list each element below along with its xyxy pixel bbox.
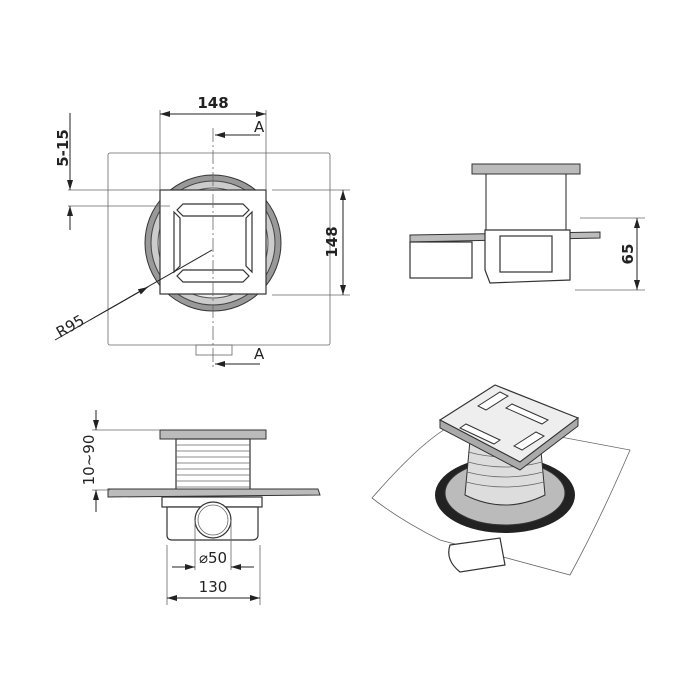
frame-label: 5-15 (54, 129, 72, 167)
section-outlet-pipe (409, 241, 473, 279)
height-range-label: 10~90 (80, 435, 98, 486)
pipe-diameter-label: ⌀50 (199, 549, 227, 567)
threaded-riser (175, 438, 251, 492)
side-view: 10~90 ⌀50 130 (80, 410, 321, 605)
top-view: 148 A A 5-15 148 R95 (53, 94, 350, 370)
section-label-bottom: A (254, 345, 265, 363)
width-label: 148 (197, 94, 228, 112)
height-label: 148 (323, 226, 341, 257)
iso-outlet-pipe (448, 537, 506, 573)
side-membrane (107, 488, 321, 498)
section-grate (471, 163, 581, 175)
body-width-label: 130 (199, 578, 228, 596)
outlet-pipe-circle (194, 501, 232, 539)
side-grate (159, 429, 267, 440)
iso-membrane (371, 419, 631, 576)
riser-threads (176, 444, 250, 488)
iso-grate-slots (458, 391, 550, 451)
section-label-top: A (254, 118, 265, 136)
radius-label: R95 (53, 311, 88, 341)
iso-grate (438, 384, 580, 463)
outlet-tab (195, 344, 233, 356)
grate-slots (173, 203, 253, 283)
section-view: 65 (409, 163, 645, 291)
isometric-view (371, 384, 631, 576)
section-height-label: 65 (619, 244, 637, 265)
